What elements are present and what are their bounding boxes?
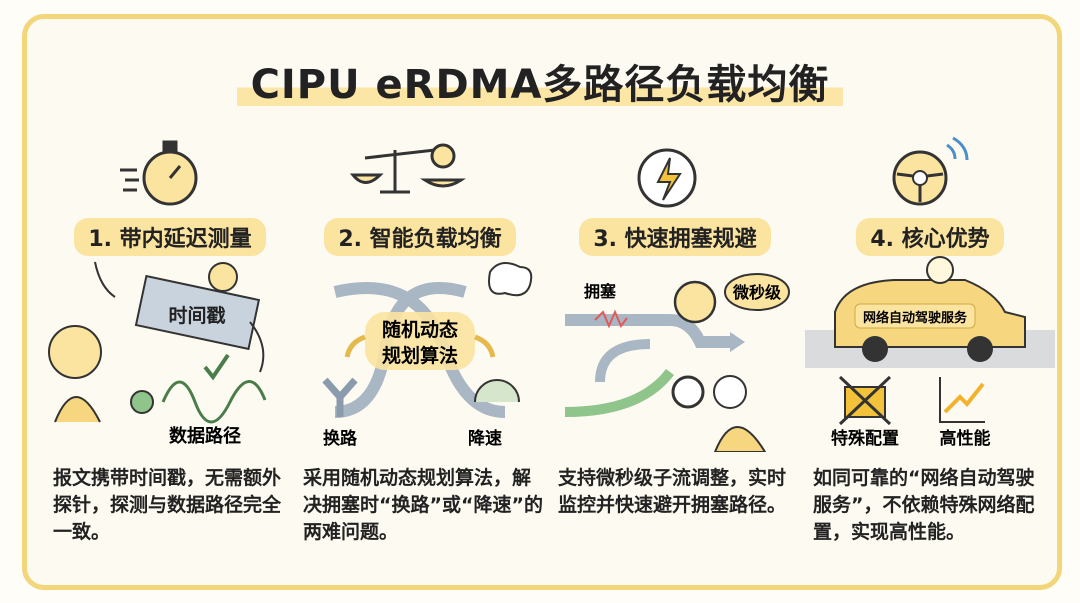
timestamp-label: 时间戳 xyxy=(168,305,225,327)
section-heading: 3. 快速拥塞规避 xyxy=(550,218,800,256)
section-2: 2. 智能负载均衡 随机动态 规划算法 换路 降速 采用随机动态规划算法，解决拥… xyxy=(295,130,545,543)
title-text: CIPU eRDMA多路径负载均衡 xyxy=(236,60,844,110)
lightning-clock-icon xyxy=(637,148,697,208)
autodrive-label: 网络自动驾驶服务 xyxy=(863,310,968,326)
section-description: 支持微秒级子流调整，实时监控并快速避开拥塞路径。 xyxy=(558,467,787,516)
page-title: CIPU eRDMA多路径负载均衡 xyxy=(0,52,1080,110)
algorithm-illustration: 随机动态 规划算法 换路 降速 xyxy=(322,262,533,449)
stopwatch-icon xyxy=(120,140,198,206)
timestamp-illustration: 时间戳 数据路径 xyxy=(48,261,267,447)
microsecond-label: 微秒级 xyxy=(732,283,782,302)
section-description: 采用随机动态规划算法，解决拥塞时“换路”或“降速”的两难问题。 xyxy=(303,467,543,543)
algorithm-label-1: 随机动态 xyxy=(382,318,458,341)
balance-scale-brain-icon xyxy=(349,143,466,194)
section-description: 报文携带时间戳，无需额外探针，探测与数据路径完全一致。 xyxy=(53,467,282,543)
no-special-config-label: 特殊配置 xyxy=(831,428,899,449)
slow-down-label: 降速 xyxy=(468,428,502,449)
section-description: 如同可靠的“网络自动驾驶服务”，不依赖特殊网络配置，实现高性能。 xyxy=(813,467,1035,543)
congestion-label: 拥塞 xyxy=(584,282,617,301)
section-3: 3. 快速拥塞规避 拥塞 微秒级 支持微秒级子流调整，实时监控并快速避开拥塞路径… xyxy=(550,130,800,516)
section-1: 1. 带内延迟测量 时间戳 数据路径 报文携带时间戳，无需额外探针，探测与数据路… xyxy=(45,130,295,543)
congestion-illustration: 拥塞 微秒级 xyxy=(564,273,790,452)
data-path-label: 数据路径 xyxy=(169,425,241,447)
section-heading: 1. 带内延迟测量 xyxy=(45,218,295,256)
steering-wheel-icon xyxy=(892,136,969,206)
high-performance-label: 高性能 xyxy=(940,428,991,449)
switch-path-label: 换路 xyxy=(323,428,358,449)
section-heading: 2. 智能负载均衡 xyxy=(295,218,545,256)
algorithm-label-2: 规划算法 xyxy=(382,344,458,367)
section-heading: 4. 核心优势 xyxy=(805,218,1055,256)
section-4: 4. 核心优势 网络自动驾驶服务 特殊配置 高性能 如同可靠的“网络自动驾驶服务… xyxy=(805,130,1055,543)
autodrive-illustration: 网络自动驾驶服务 特殊配置 高性能 xyxy=(805,256,1055,449)
